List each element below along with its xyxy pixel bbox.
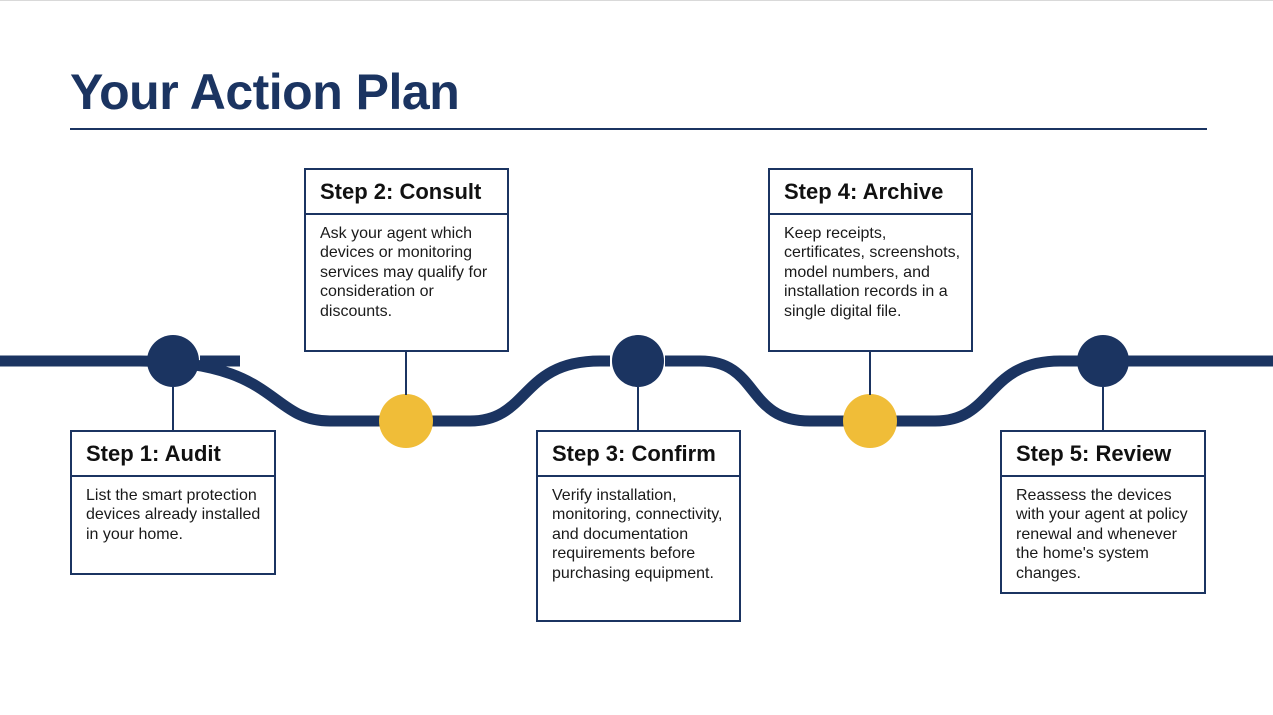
step-card-2: Step 2: Consult Ask your agent which dev… xyxy=(304,168,509,352)
connector-step-2 xyxy=(405,350,407,395)
connector-step-4 xyxy=(869,350,871,395)
step-card-4: Step 4: Archive Keep receipts, certifica… xyxy=(768,168,973,352)
step-card-5: Step 5: Review Reassess the devices with… xyxy=(1000,430,1206,594)
step-description: Ask your agent which devices or monitori… xyxy=(320,225,488,320)
step-description: Reassess the devices with your agent at … xyxy=(1016,487,1188,582)
step-description: Verify installation, monitoring, connect… xyxy=(552,487,723,582)
step-title: Step 5: Review xyxy=(1002,432,1204,477)
milestone-node-3 xyxy=(612,335,664,387)
milestone-node-5 xyxy=(1077,335,1129,387)
step-card-3: Step 3: Confirm Verify installation, mon… xyxy=(536,430,741,622)
step-title: Step 4: Archive xyxy=(770,170,971,215)
milestone-node-2 xyxy=(379,394,433,448)
timeline-path xyxy=(0,355,1273,427)
top-border xyxy=(0,0,1273,1)
connector-step-3 xyxy=(637,387,639,432)
step-description: List the smart protection devices alread… xyxy=(86,487,261,543)
title-underline xyxy=(70,128,1207,130)
connector-step-5 xyxy=(1102,387,1104,432)
step-card-1: Step 1: Audit List the smart protection … xyxy=(70,430,276,575)
step-description: Keep receipts, certificates, screenshots… xyxy=(784,225,961,320)
step-title: Step 3: Confirm xyxy=(538,432,739,477)
milestone-node-4 xyxy=(843,394,897,448)
connector-step-1 xyxy=(172,387,174,432)
step-title: Step 2: Consult xyxy=(306,170,507,215)
step-title: Step 1: Audit xyxy=(72,432,274,477)
page-title: Your Action Plan xyxy=(70,64,460,120)
milestone-node-1 xyxy=(147,335,199,387)
